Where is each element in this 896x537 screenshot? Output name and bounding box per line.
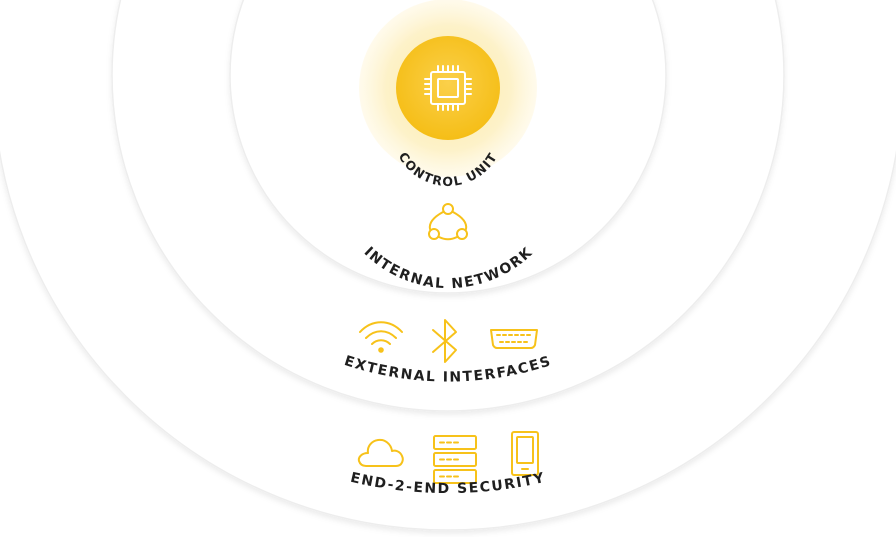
network-nodes-icon [428,203,468,241]
control-unit-core: CONTROL UNIT [359,0,537,189]
server-icon [433,435,477,484]
smartphone-icon [511,431,539,476]
chip-icon [424,65,472,111]
obd-connector-icon [490,329,538,349]
core-disc [396,36,500,140]
wifi-icon [359,321,403,353]
cloud-icon [357,438,404,467]
bluetooth-icon [432,319,457,363]
